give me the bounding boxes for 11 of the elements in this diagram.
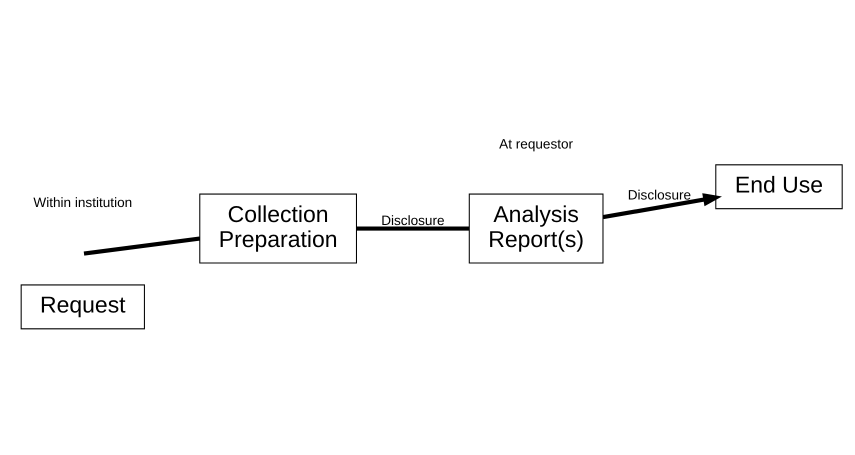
label: Within institution xyxy=(33,195,132,210)
node-box: Request xyxy=(20,284,145,330)
arrow xyxy=(602,193,722,220)
node-box: Analysis Report(s) xyxy=(468,194,604,264)
node-box: End Use xyxy=(715,164,843,210)
connector xyxy=(356,226,470,231)
node-box: Collection Preparation xyxy=(199,194,357,264)
label: At requestor xyxy=(499,136,574,152)
edge-label: Disclosure xyxy=(628,188,692,203)
connector xyxy=(84,236,200,256)
edge-label: Disclosure xyxy=(381,212,445,228)
